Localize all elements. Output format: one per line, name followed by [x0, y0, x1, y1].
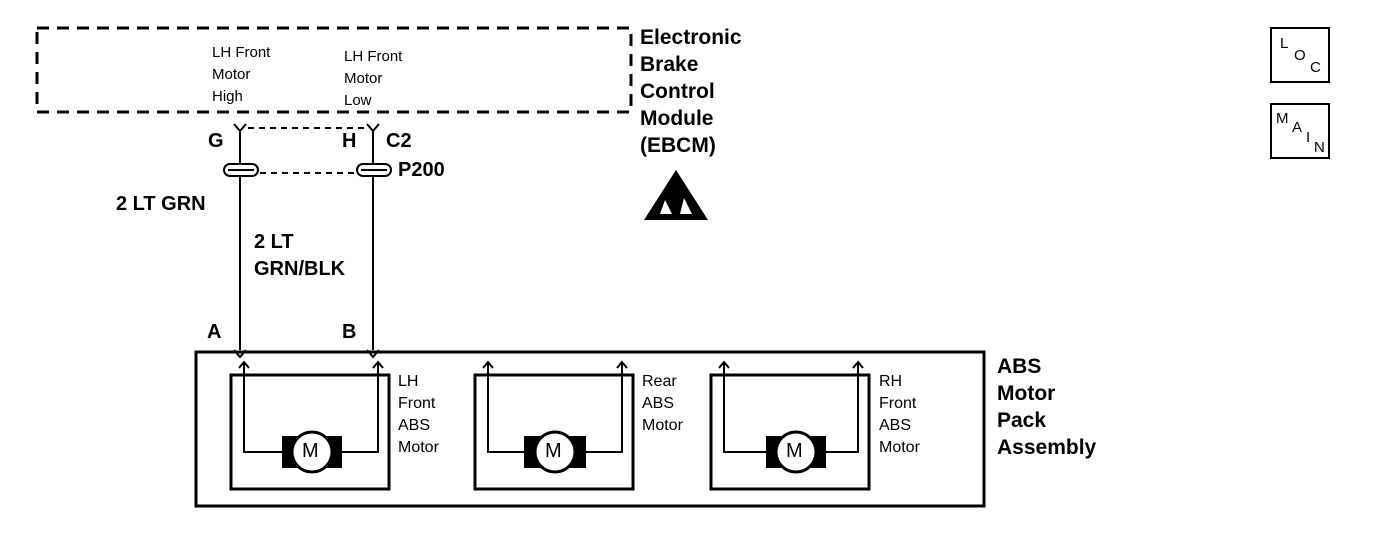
- pin-low-label-line2: Motor: [344, 70, 383, 87]
- motor-rh-front: [709, 360, 871, 491]
- pin-h-label: H: [342, 130, 357, 152]
- motor-lh-front-label-line1: LH: [398, 373, 419, 390]
- motor-rh-front-label-line4: Motor: [879, 439, 920, 456]
- assembly-title-line1: ABS: [997, 355, 1042, 378]
- motor-rh-front-symbol: M: [786, 440, 803, 462]
- pin-high-label-line3: High: [212, 88, 243, 105]
- ebcm-title-line4: Module: [640, 107, 714, 130]
- splice-p200-left: [223, 163, 259, 177]
- pin-a-label: A: [207, 321, 222, 343]
- splice-p200-right: [356, 163, 392, 177]
- motor-lh-front-label-line3: ABS: [398, 417, 431, 434]
- motor-lh-front-symbol: M: [302, 440, 319, 462]
- main-letter-m: M: [1276, 110, 1289, 127]
- loc-button[interactable]: L O C: [1270, 27, 1330, 83]
- motor-rear-label-line1: Rear: [642, 373, 677, 390]
- ebcm-title-line1: Electronic: [640, 26, 742, 49]
- motor-rear-symbol: M: [545, 440, 562, 462]
- pin-g-connector: [233, 123, 247, 133]
- ebcm-title-line3: Control: [640, 80, 715, 103]
- motor-lh-front: [229, 360, 391, 491]
- esd-warning-icon: [644, 170, 708, 220]
- motor-rh-front-label-line1: RH: [879, 373, 903, 390]
- pin-high-label-line1: LH Front: [212, 44, 271, 61]
- pin-h-connector: [366, 123, 380, 133]
- wire-high-label: 2 LT GRN: [116, 193, 206, 215]
- motor-lh-front-label-line4: Motor: [398, 439, 439, 456]
- connector-c2-label: C2: [386, 130, 412, 152]
- ebcm-title-line2: Brake: [640, 53, 699, 76]
- motor-rear: [473, 360, 635, 491]
- wire-low-label-line1: 2 LT: [254, 231, 294, 253]
- pin-low-label-line3: Low: [344, 92, 372, 109]
- abs-motor-pack-outline: [194, 350, 986, 508]
- motor-rear-label-line2: ABS: [642, 395, 675, 412]
- assembly-title-line2: Motor: [997, 382, 1056, 405]
- pin-g-label: G: [208, 130, 224, 152]
- motor-lh-front-label-line2: Front: [398, 395, 436, 412]
- main-letter-n: N: [1314, 139, 1325, 156]
- pin-b-label: B: [342, 321, 357, 343]
- assembly-title-line3: Pack: [997, 409, 1047, 432]
- pin-b-connector: [366, 349, 380, 359]
- motor-rh-front-label-line3: ABS: [879, 417, 912, 434]
- loc-letter-o: O: [1294, 47, 1306, 64]
- pin-low-label-line1: LH Front: [344, 48, 403, 65]
- pin-high-label-line2: Motor: [212, 66, 251, 83]
- loc-letter-c: C: [1310, 59, 1321, 76]
- splice-p200-label: P200: [398, 159, 445, 181]
- assembly-title-line4: Assembly: [997, 436, 1097, 459]
- motor-rear-label-line3: Motor: [642, 417, 683, 434]
- main-letter-a: A: [1292, 119, 1303, 136]
- loc-letter-l: L: [1280, 35, 1289, 52]
- ebcm-module-outline: [35, 26, 633, 114]
- main-letter-i: I: [1306, 129, 1311, 146]
- motor-rh-front-label-line2: Front: [879, 395, 917, 412]
- ebcm-title-line5: (EBCM): [640, 134, 716, 157]
- wire-low-label-line2: GRN/BLK: [254, 258, 346, 280]
- pin-a-connector: [233, 349, 247, 359]
- main-button[interactable]: M A I N: [1270, 103, 1330, 159]
